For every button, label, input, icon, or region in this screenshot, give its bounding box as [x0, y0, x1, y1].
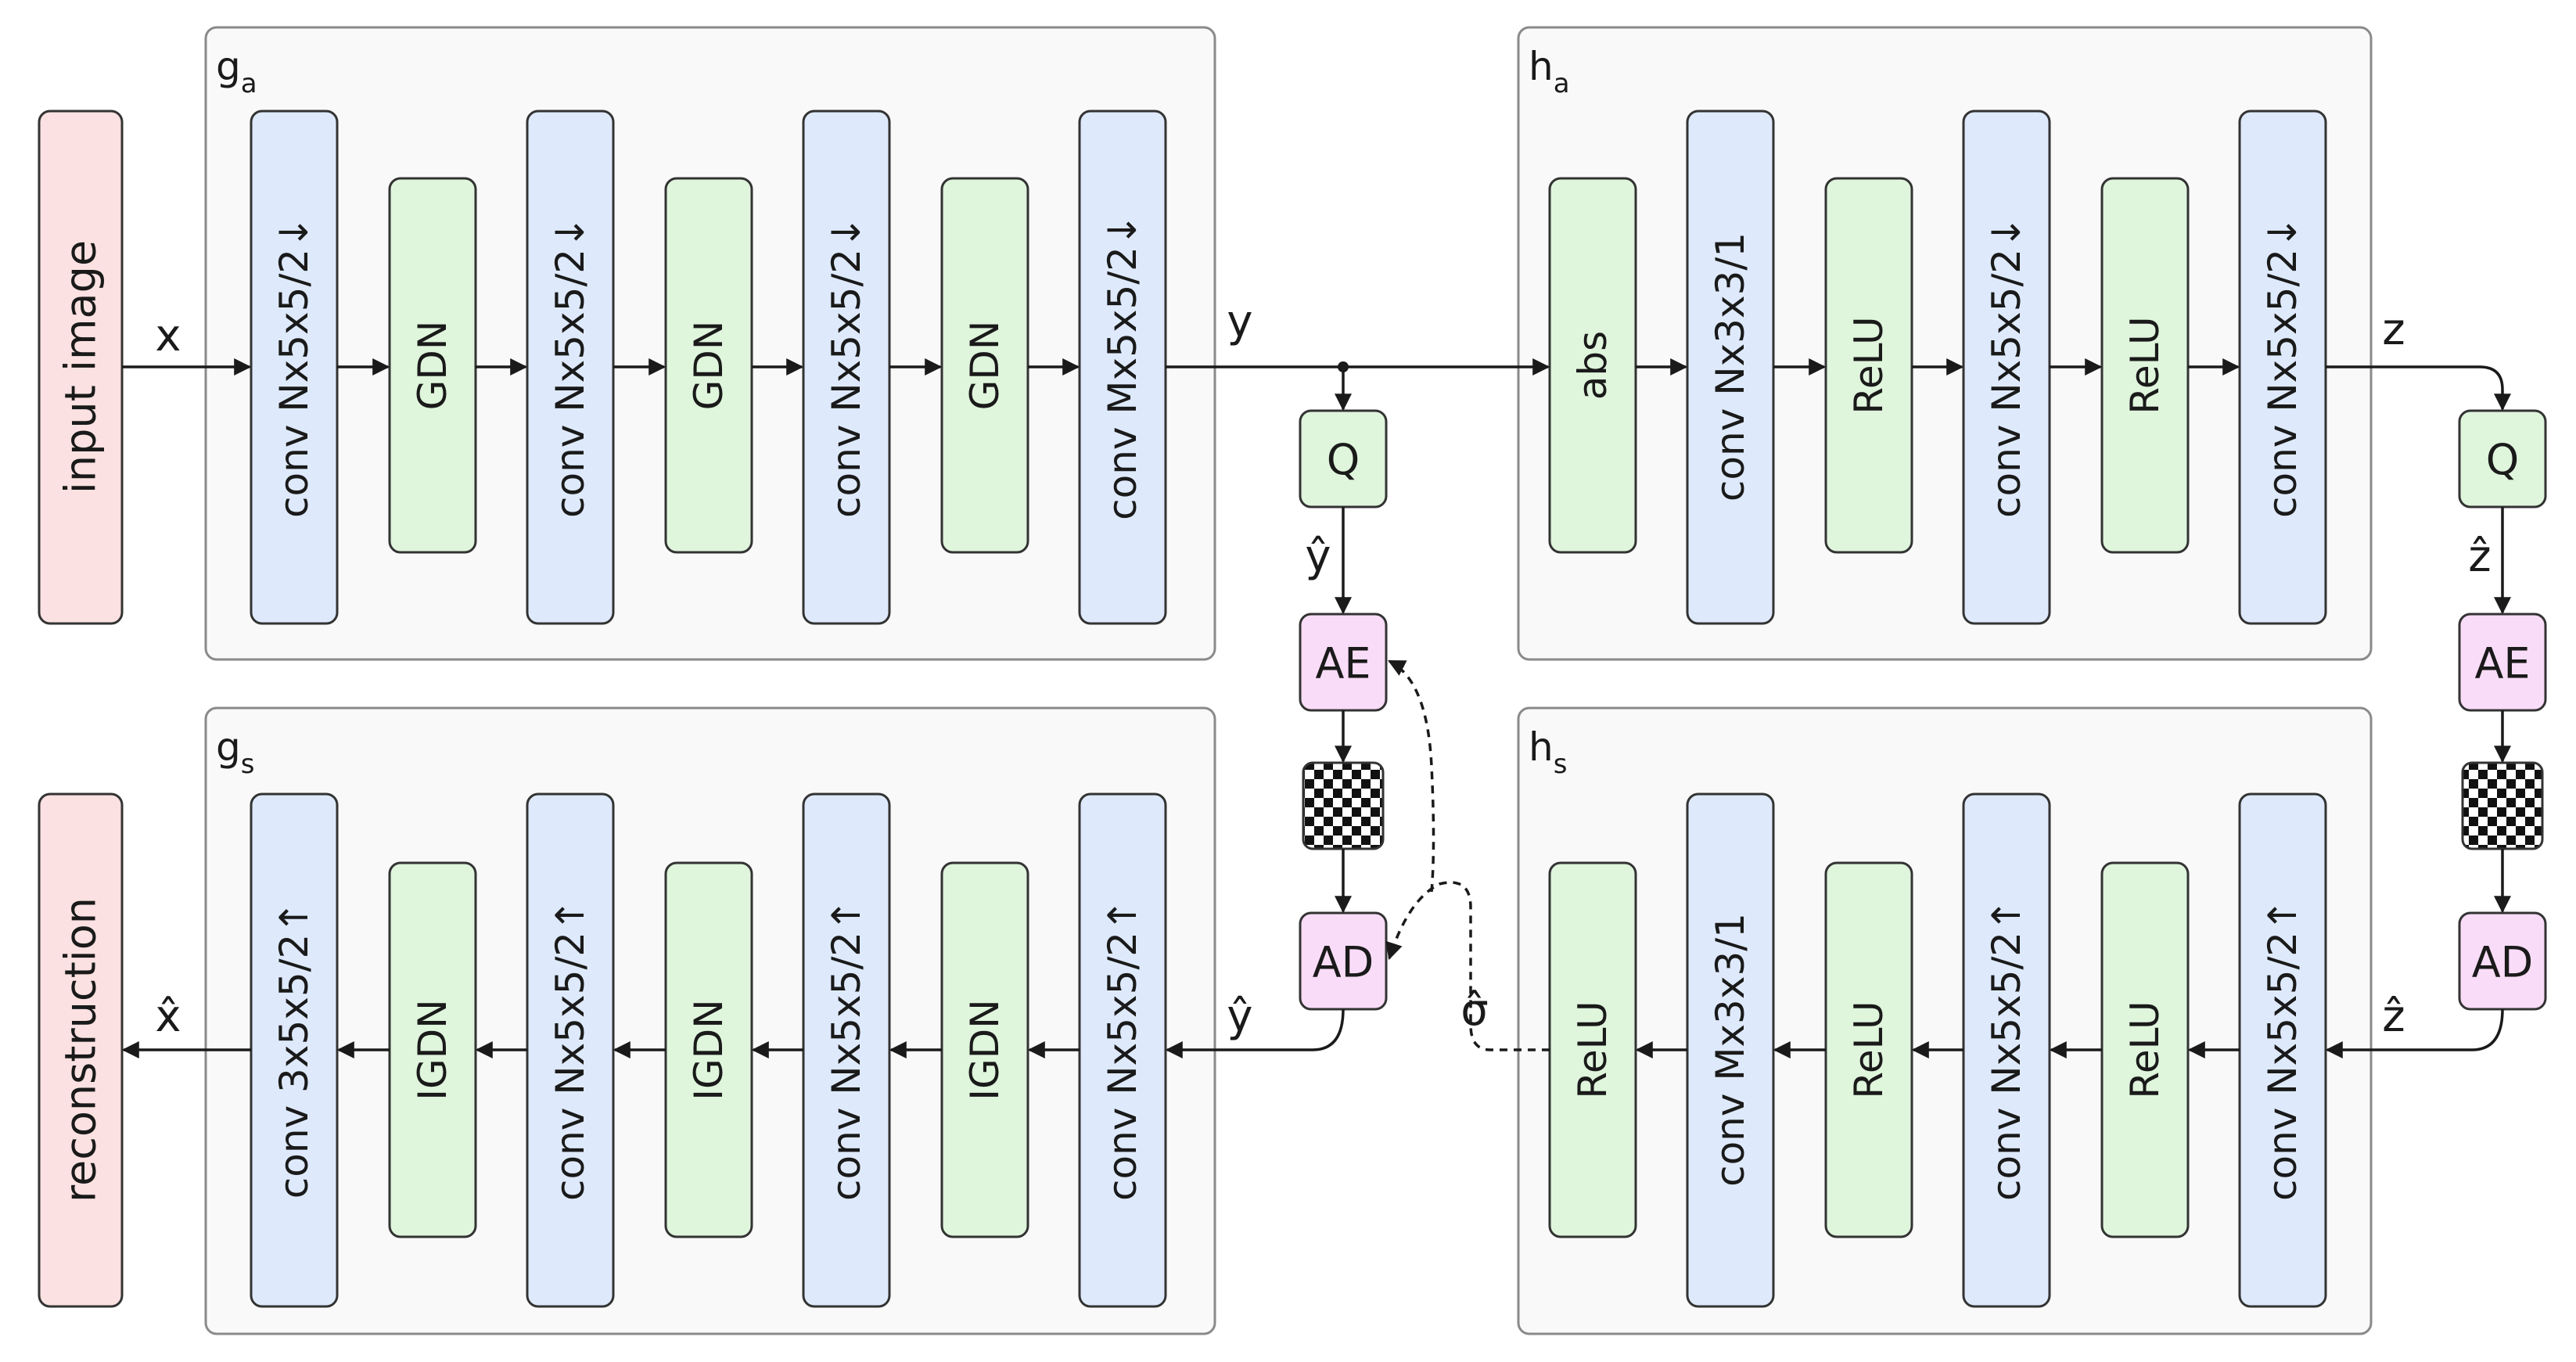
input-image-label: input image — [56, 240, 106, 494]
sigma-dashed-line — [1385, 881, 1550, 1051]
reconstruction-label: reconstruction — [56, 897, 106, 1202]
ga-gdn-1-label: GDN — [410, 321, 455, 411]
ga-conv-3-label: conv Nx5x5/2↓ — [824, 216, 869, 518]
q-block-z-label: Q — [2486, 436, 2520, 485]
signal-y-hat-bottom: ŷ — [1227, 991, 1252, 1042]
signal-sigma-hat: σ̂ — [1460, 985, 1489, 1036]
ha-blocks: abs conv Nx3x3/1 ReLU conv Nx5x5/2↓ ReLU… — [1548, 110, 2327, 625]
ha-conv-2-label: conv Nx5x5/2↓ — [1984, 216, 2029, 518]
signal-y: y — [1227, 296, 1252, 347]
gs-igdn-3-label: IGDN — [962, 999, 1008, 1100]
q-block-y-label: Q — [1327, 436, 1360, 485]
signal-labels: x y ŷ z ẑ ẑ σ̂ ŷ x̂ — [155, 296, 2491, 1042]
signal-x-hat: x̂ — [155, 991, 181, 1042]
gs-conv-2-label: conv Nx5x5/2↑ — [548, 899, 593, 1201]
hs-blocks: ReLU conv Mx3x3/1 ReLU conv Nx5x5/2↑ ReL… — [1548, 792, 2327, 1308]
ga-gdn-2-label: GDN — [686, 321, 731, 411]
ga-gdn-3-label: GDN — [962, 321, 1008, 411]
hs-conv-3-label: conv Nx5x5/2↑ — [2260, 899, 2305, 1201]
signal-y-hat-top: ŷ — [1305, 531, 1331, 582]
sigma-dashed-to-ae — [1388, 659, 1435, 893]
hs-conv-1-label: conv Mx3x3/1 — [1708, 913, 1753, 1187]
ha-relu-2-label: ReLU — [2122, 316, 2168, 414]
ga-conv-2-label: conv Nx5x5/2↓ — [548, 216, 593, 518]
ad-block-z-label: AD — [2472, 938, 2534, 987]
reconstruction-block: reconstruction — [38, 792, 124, 1308]
ae-block-z-label: AE — [2474, 639, 2530, 688]
panel-gs-title: gs — [216, 724, 254, 780]
ha-relu-1-label: ReLU — [1846, 316, 1892, 414]
ha-conv-3-label: conv Nx5x5/2↓ — [2260, 216, 2305, 518]
panel-ga-title: ga — [216, 44, 257, 99]
y-coder-column: Q AE AD — [1299, 409, 1388, 1011]
gs-conv-1-label: conv 3x5x5/2↑ — [271, 901, 317, 1198]
arrow-z-to-q — [2326, 365, 2511, 411]
ae-block-y-label: AE — [1315, 639, 1371, 688]
z-coder-column: Q AE AD — [2458, 409, 2547, 1011]
input-image-block: input image — [38, 110, 124, 625]
signal-z-hat-top: ẑ — [2468, 531, 2491, 582]
panel-hs-title: hs — [1529, 724, 1567, 780]
signal-z-hat-bottom: ẑ — [2382, 991, 2405, 1042]
ha-abs-label: abs — [1570, 331, 1615, 400]
ad-block-y-label: AD — [1313, 938, 1374, 987]
gs-conv-3-label: conv Nx5x5/2↑ — [824, 899, 869, 1201]
ha-conv-1-label: conv Nx3x3/1 — [1708, 232, 1753, 501]
hs-relu-1-label: ReLU — [1570, 1001, 1615, 1098]
gs-igdn-2-label: IGDN — [686, 999, 731, 1100]
gs-igdn-1-label: IGDN — [410, 999, 455, 1100]
ga-conv-1-label: conv Nx5x5/2↓ — [271, 216, 317, 518]
gs-conv-4-label: conv Nx5x5/2↑ — [1100, 899, 1145, 1201]
panel-ha-title: ha — [1529, 44, 1570, 99]
hs-relu-2-label: ReLU — [1846, 1001, 1892, 1098]
arrow-zhat-to-hs — [2325, 1008, 2504, 1058]
arrow-yhat-to-gs — [1165, 1008, 1345, 1058]
hs-relu-3-label: ReLU — [2122, 1001, 2168, 1098]
gs-blocks: conv 3x5x5/2↑ IGDN conv Nx5x5/2↑ IGDN co… — [250, 792, 1167, 1308]
bitstream-z-icon — [2461, 761, 2544, 850]
signal-x: x — [155, 311, 181, 361]
signal-z: z — [2382, 304, 2405, 355]
hs-conv-2-label: conv Nx5x5/2↑ — [1984, 899, 2029, 1201]
bitstream-y-icon — [1302, 761, 1385, 850]
ga-conv-4-label: conv Mx5x5/2↓ — [1100, 214, 1145, 520]
connectors — [121, 358, 2511, 1058]
